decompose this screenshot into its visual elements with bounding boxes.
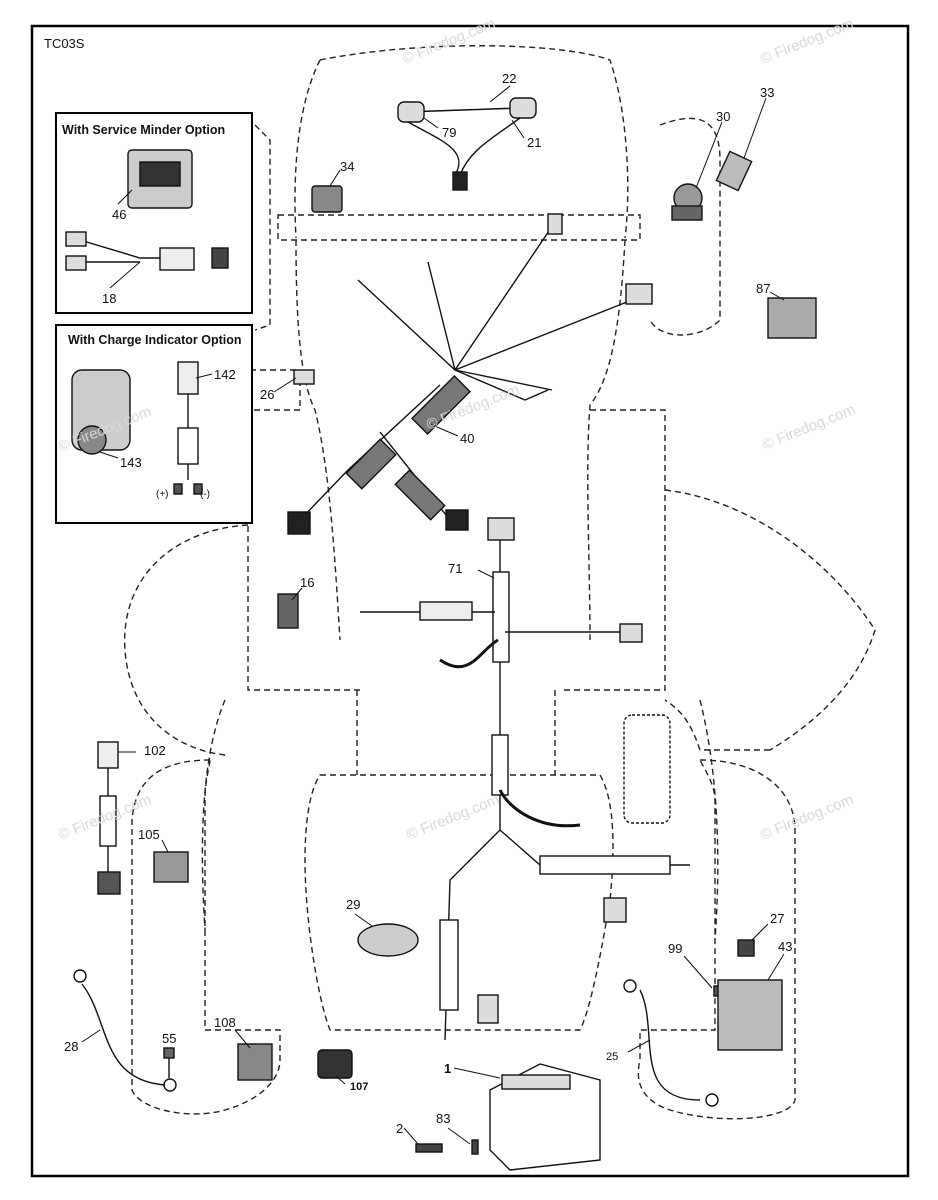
headlight-harness — [397, 97, 537, 191]
part-33-relay — [715, 150, 753, 192]
part-label-16: 16 — [300, 575, 315, 590]
part-label-2: 2 — [396, 1121, 404, 1136]
part-label-40: 40 — [460, 431, 475, 446]
part-label-46: 46 — [112, 207, 127, 222]
part-2-bolt — [415, 1143, 443, 1153]
part-label-55: 55 — [162, 1031, 177, 1046]
part-18-harness — [65, 231, 229, 271]
part-43-solenoid — [717, 979, 783, 1051]
part-28-cable — [73, 969, 177, 1092]
terminal-plus: (+) — [156, 489, 169, 500]
part-label-18: 18 — [102, 291, 117, 306]
part-34-switch — [311, 185, 343, 213]
part-71-harness — [360, 517, 690, 1041]
part-label-107: 107 — [350, 1081, 369, 1093]
service-minder-title: With Service Minder Option — [62, 123, 226, 137]
part-87-switch — [767, 297, 817, 339]
part-105 — [153, 851, 189, 883]
part-label-33: 33 — [760, 85, 775, 100]
part-label-79: 79 — [442, 125, 457, 140]
part-83-nut — [471, 1139, 479, 1155]
part-1-battery — [489, 1063, 601, 1171]
part-label-22: 22 — [502, 71, 517, 86]
part-label-34: 34 — [340, 159, 355, 174]
part-label-102: 102 — [144, 743, 166, 758]
part-label-28: 28 — [64, 1039, 79, 1054]
part-107 — [317, 1049, 353, 1079]
part-55-bolt — [163, 1047, 175, 1078]
part-label-26: 26 — [260, 387, 275, 402]
service-minder-box — [55, 112, 253, 314]
part-label-30: 30 — [716, 109, 731, 124]
part-label-142: 142 — [214, 367, 236, 382]
tractor-outline — [124, 45, 876, 1120]
part-30-ignition-switch — [671, 183, 703, 221]
part-108 — [237, 1043, 273, 1081]
part-outline-lever — [623, 714, 671, 824]
part-40-main-harness — [287, 213, 653, 535]
part-26-fuse — [293, 369, 315, 385]
part-16 — [277, 593, 299, 629]
part-102-relay — [97, 741, 121, 895]
part-27-nut — [737, 939, 755, 957]
part-label-83: 83 — [436, 1111, 451, 1126]
part-label-43: 43 — [778, 939, 793, 954]
part-label-27: 27 — [770, 911, 785, 926]
terminal-minus: (-) — [200, 489, 210, 500]
diagram-border — [30, 24, 910, 1178]
diagram-code: TC03S — [44, 36, 85, 51]
part-label-1: 1 — [444, 1061, 452, 1076]
part-29 — [357, 923, 419, 957]
part-label-108: 108 — [214, 1015, 236, 1030]
part-142-lead — [173, 361, 203, 495]
leader-lines — [81, 85, 785, 1145]
part-label-29: 29 — [346, 897, 361, 912]
part-label-143: 143 — [120, 455, 142, 470]
charge-indicator-title: With Charge Indicator Option — [68, 333, 242, 347]
part-label-25: 25 — [606, 1051, 619, 1063]
part-25-cable — [623, 979, 719, 1107]
part-label-105: 105 — [138, 827, 160, 842]
part-label-99: 99 — [668, 941, 683, 956]
part-label-71: 71 — [448, 561, 463, 576]
part-label-87: 87 — [756, 281, 771, 296]
part-label-21: 21 — [527, 135, 542, 150]
